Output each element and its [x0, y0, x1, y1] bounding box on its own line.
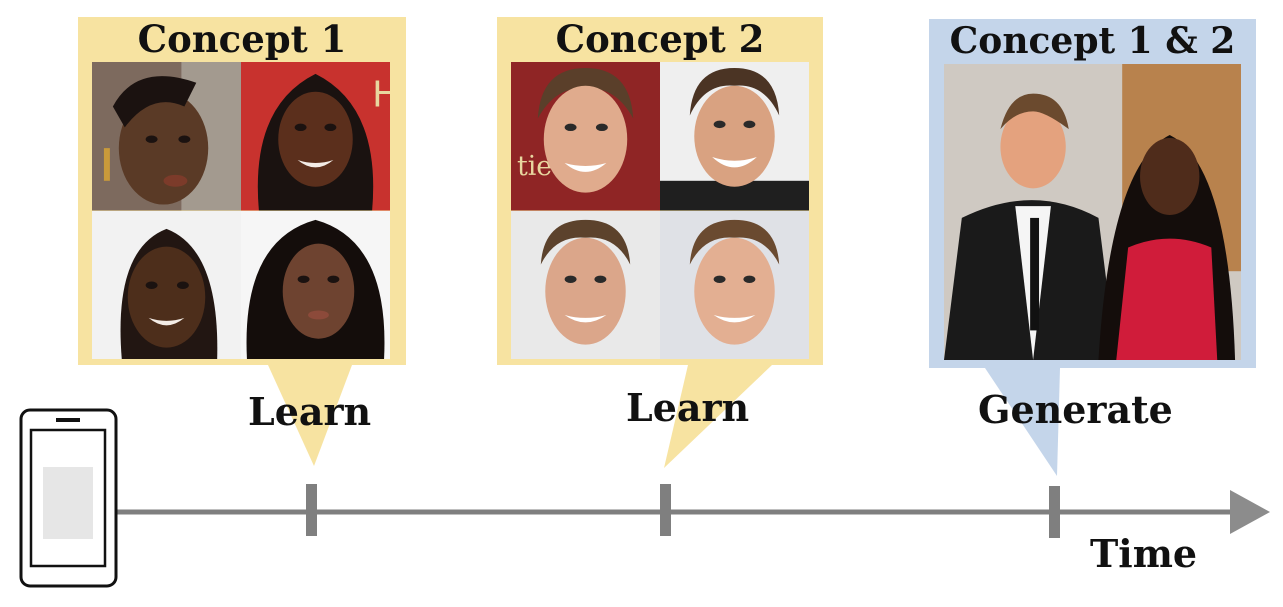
- event-label-generate: Generate: [978, 387, 1173, 432]
- concept-1-panel: Concept 1 H: [78, 17, 406, 365]
- concept-2-photo-2: [660, 62, 809, 211]
- concept-1-2-title: Concept 1 & 2: [949, 20, 1236, 62]
- concept-2-title: Concept 2: [555, 17, 765, 61]
- concept-1-photo-2: H: [241, 62, 390, 211]
- concept-1-photo-1: [92, 62, 241, 211]
- concept-2-photo-4: [660, 210, 809, 359]
- callout-tail-concept12: [985, 368, 1060, 476]
- timeline-tick-2: [660, 484, 671, 536]
- event-label-learn-2: Learn: [626, 385, 750, 430]
- callout-tail-concept2: [664, 365, 772, 468]
- concept-2-image-grid: tie: [511, 62, 809, 359]
- event-label-learn-1: Learn: [248, 389, 372, 434]
- generated-photo: [944, 64, 1241, 360]
- concept-1-photo-3: [92, 210, 241, 359]
- concept-2-photo-1: tie: [511, 62, 660, 211]
- concept-1-2-panel: Concept 1 & 2: [929, 19, 1256, 368]
- svg-text:H: H: [372, 75, 390, 116]
- timeline-arrowhead: [1230, 490, 1270, 534]
- time-axis-label: Time: [1090, 531, 1198, 576]
- callout-tail-concept1: [268, 365, 352, 466]
- concept-2-photo-3: [511, 210, 660, 359]
- concept-1-photo-4: [241, 210, 390, 359]
- smartphone-icon: [19, 408, 118, 588]
- timeline-tick-3: [1049, 486, 1060, 538]
- timeline-tick-1: [306, 484, 317, 536]
- concept-1-title: Concept 1: [137, 17, 347, 61]
- concept-2-panel: Concept 2 tie: [497, 17, 823, 365]
- concept-1-image-grid: H: [92, 62, 390, 359]
